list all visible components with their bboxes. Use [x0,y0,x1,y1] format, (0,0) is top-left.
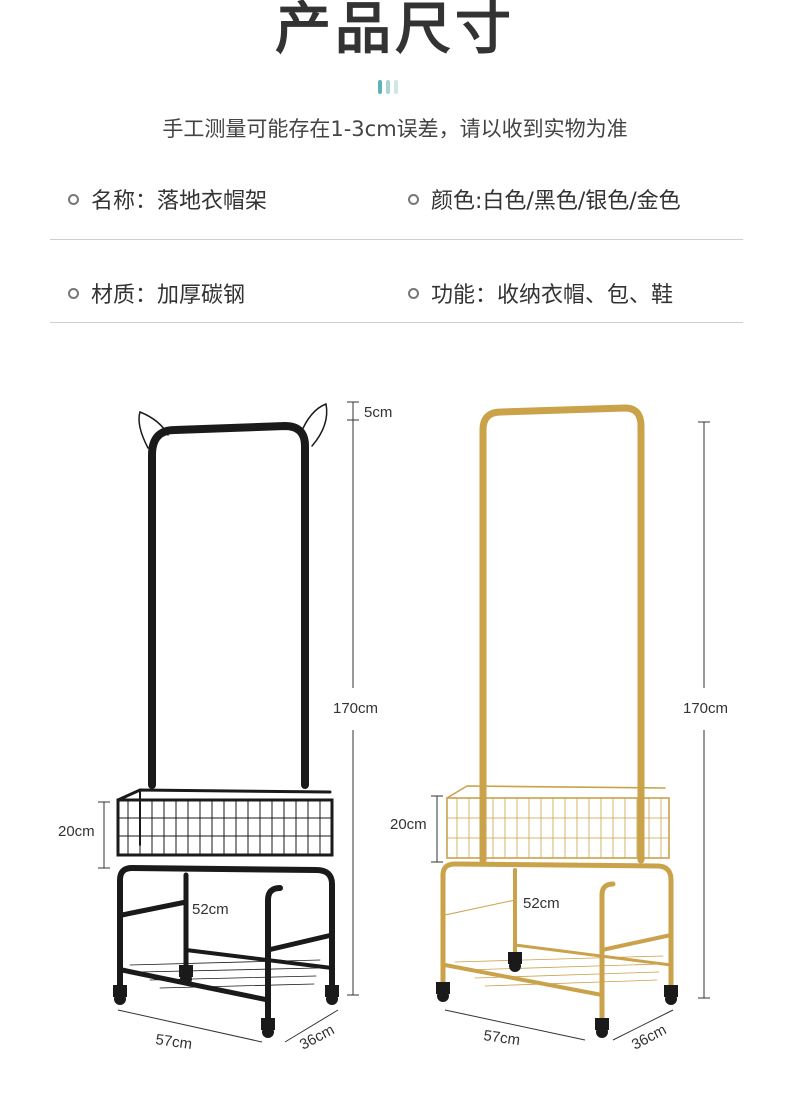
measurement-note: 手工测量可能存在1-3cm误差，请以收到实物为准 [162,117,628,141]
depth-label: 36cm [629,1021,669,1053]
spec-name: 名称： 落地衣帽架 [68,183,267,215]
page-title: 产品尺寸 [275,0,515,62]
spec-label: 颜色: [431,189,483,214]
bullet-icon [408,193,419,205]
basket-dimension-label: 20cm [58,823,95,840]
spec-label: 功能： [431,283,498,308]
spec-label: 名称： [91,189,158,214]
bullet-icon [68,193,79,205]
title-decoration [378,80,404,94]
divider [50,239,743,240]
base-width-label: 57cm [154,1031,193,1053]
width-dimension-label: 52cm [523,895,560,912]
spec-color: 颜色: 白色/黑色/银色/金色 [408,183,681,215]
spec-material: 材质： 加厚碳钢 [68,277,245,309]
base-width-label: 57cm [482,1027,521,1049]
height-dimension-label: 170cm [333,700,378,717]
top-dimension-label: 5cm [364,404,392,421]
depth-label: 36cm [297,1021,337,1053]
gold-rack-image: 170cm 20cm 52cm 57cm 36cm [390,404,728,1054]
width-dimension-label: 52cm [192,901,229,918]
height-dimension-label: 170cm [683,700,728,717]
bullet-icon [68,287,79,299]
spec-value: 收纳衣帽、包、鞋 [497,283,674,308]
basket-dimension-label: 20cm [390,816,427,833]
bullet-icon [408,287,419,299]
spec-value: 加厚碳钢 [157,283,246,308]
divider [50,322,743,323]
spec-value: 落地衣帽架 [157,189,268,214]
spec-function: 功能： 收纳衣帽、包、鞋 [408,277,673,309]
black-rack-image: 5cm 170cm 20cm 52cm 57cm 36cm [58,401,392,1054]
spec-value: 白色/黑色/银色/金色 [482,189,681,214]
spec-label: 材质： [91,283,158,308]
